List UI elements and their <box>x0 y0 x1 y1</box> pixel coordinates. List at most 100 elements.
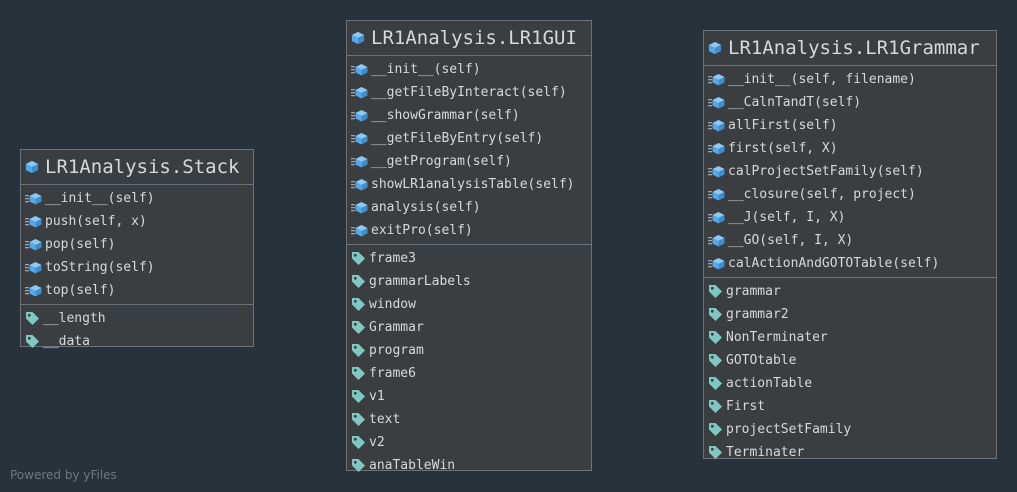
field-row[interactable]: program <box>347 339 591 362</box>
field-row[interactable]: v2 <box>347 431 591 454</box>
field-label: program <box>369 343 424 358</box>
method-icon <box>708 188 725 201</box>
tag-icon <box>351 251 366 266</box>
method-row[interactable]: first(self, X) <box>704 137 996 160</box>
method-row[interactable]: __closure(self, project) <box>704 183 996 206</box>
method-label: allFirst(self) <box>728 118 838 133</box>
method-icon <box>351 224 368 237</box>
method-label: __init__(self) <box>45 191 155 206</box>
method-icon <box>351 201 368 214</box>
method-icon <box>25 238 42 251</box>
class-box[interactable]: LR1Analysis.LR1GUI __init__(self) __getFil… <box>346 20 592 473</box>
field-label: projectSetFamily <box>726 422 852 437</box>
class-title: LR1Analysis.LR1GUI <box>371 27 577 49</box>
method-row[interactable]: __getFileByEntry(self) <box>347 127 591 150</box>
tag-icon <box>351 297 366 312</box>
field-row[interactable]: anaTableWin <box>347 454 591 477</box>
method-row[interactable]: __GO(self, I, X) <box>704 229 996 252</box>
field-row[interactable]: grammar <box>704 280 996 303</box>
field-row[interactable]: window <box>347 293 591 316</box>
class-header[interactable]: LR1Analysis.LR1GUI <box>347 21 591 56</box>
field-row[interactable]: __length <box>21 307 253 330</box>
methods-section: __init__(self) __getFileByInteract(self) _… <box>347 56 591 244</box>
method-row[interactable]: pop(self) <box>21 233 253 256</box>
field-row[interactable]: Grammar <box>347 316 591 339</box>
field-row[interactable]: v1 <box>347 385 591 408</box>
method-label: exitPro(self) <box>371 223 473 238</box>
field-row[interactable]: frame3 <box>347 247 591 270</box>
method-label: __closure(self, project) <box>728 187 916 202</box>
tag-icon <box>351 389 366 404</box>
field-row[interactable]: __data <box>21 330 253 353</box>
method-row[interactable]: push(self, x) <box>21 210 253 233</box>
method-row[interactable]: calProjectSetFamily(self) <box>704 160 996 183</box>
field-row[interactable]: First <box>704 395 996 418</box>
tag-icon <box>351 320 366 335</box>
method-row[interactable]: allFirst(self) <box>704 114 996 137</box>
methods-section: __init__(self, filename) __CalnTandT(self… <box>704 66 996 277</box>
method-row[interactable]: __getProgram(self) <box>347 150 591 173</box>
class-box[interactable]: LR1Analysis.LR1Grammar__init__(self, fil… <box>703 30 997 460</box>
tag-icon <box>351 412 366 427</box>
class-header[interactable]: LR1Analysis.Stack <box>21 150 253 185</box>
field-row[interactable]: projectSetFamily <box>704 418 996 441</box>
tag-icon <box>708 445 723 460</box>
field-label: NonTerminater <box>726 330 828 345</box>
method-label: __J(self, I, X) <box>728 210 846 225</box>
tag-icon <box>708 284 723 299</box>
field-label: frame6 <box>369 366 416 381</box>
method-row[interactable]: top(self) <box>21 279 253 302</box>
method-row[interactable]: toString(self) <box>21 256 253 279</box>
tag-icon <box>708 422 723 437</box>
field-label: GOTOtable <box>726 353 797 368</box>
method-label: top(self) <box>45 283 116 298</box>
field-label: Terminater <box>726 445 805 460</box>
method-label: calActionAndGOTOTable(self) <box>728 256 940 271</box>
method-row[interactable]: __init__(self, filename) <box>704 68 996 91</box>
method-row[interactable]: __init__(self) <box>347 58 591 81</box>
method-row[interactable]: showLR1analysisTable(self) <box>347 173 591 196</box>
method-row[interactable]: __showGrammar(self) <box>347 104 591 127</box>
method-row[interactable]: __init__(self) <box>21 187 253 210</box>
tag-icon <box>708 376 723 391</box>
field-label: grammar <box>726 284 781 299</box>
method-row[interactable]: analysis(self) <box>347 196 591 219</box>
field-label: actionTable <box>726 376 813 391</box>
method-icon <box>351 178 368 191</box>
field-label: frame3 <box>369 251 416 266</box>
field-row[interactable]: frame6 <box>347 362 591 385</box>
class-cube-icon <box>708 41 722 55</box>
method-label: __getFileByInteract(self) <box>371 85 567 100</box>
field-label: __data <box>43 334 90 349</box>
field-row[interactable]: grammarLabels <box>347 270 591 293</box>
method-row[interactable]: __getFileByInteract(self) <box>347 81 591 104</box>
field-row[interactable]: actionTable <box>704 372 996 395</box>
field-row[interactable]: NonTerminater <box>704 326 996 349</box>
method-row[interactable]: __J(self, I, X) <box>704 206 996 229</box>
field-label: anaTableWin <box>369 458 456 473</box>
tag-icon <box>351 274 366 289</box>
method-row[interactable]: __CalnTandT(self) <box>704 91 996 114</box>
field-row[interactable]: text <box>347 408 591 431</box>
method-icon <box>708 142 725 155</box>
tag-icon <box>351 458 366 473</box>
class-cube-icon <box>351 31 365 45</box>
method-row[interactable]: exitPro(self) <box>347 219 591 242</box>
method-icon <box>708 211 725 224</box>
class-cube-icon <box>25 160 39 174</box>
tag-icon <box>25 334 40 349</box>
field-row[interactable]: GOTOtable <box>704 349 996 372</box>
method-icon <box>351 109 368 122</box>
class-box[interactable]: LR1Analysis.Stack __init__(self) push(self… <box>20 149 254 349</box>
method-icon <box>25 284 42 297</box>
class-title: LR1Analysis.Stack <box>45 156 240 178</box>
class-header[interactable]: LR1Analysis.LR1Grammar <box>704 31 996 66</box>
method-label: __init__(self, filename) <box>728 72 916 87</box>
field-label: grammarLabels <box>369 274 471 289</box>
field-row[interactable]: Terminater <box>704 441 996 464</box>
field-row[interactable]: grammar2 <box>704 303 996 326</box>
method-label: calProjectSetFamily(self) <box>728 164 924 179</box>
method-row[interactable]: calActionAndGOTOTable(self) <box>704 252 996 275</box>
tag-icon <box>708 353 723 368</box>
field-label: text <box>369 412 401 427</box>
